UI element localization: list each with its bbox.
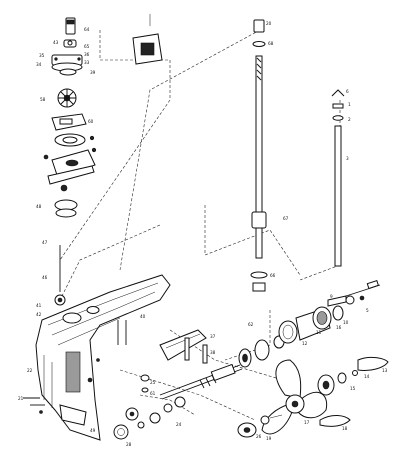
callout-13: 13	[382, 368, 388, 373]
drive-shaft	[250, 19, 268, 292]
callout-58: 58	[40, 97, 46, 102]
callout-47: 47	[42, 240, 48, 245]
callout-19: 19	[266, 436, 272, 441]
callout-6: 6	[346, 89, 349, 94]
callout-1: 1	[348, 102, 351, 107]
callout-35: 35	[39, 53, 45, 58]
shift-rod	[331, 89, 345, 267]
callout-10: 10	[343, 320, 349, 325]
callout-34: 34	[36, 62, 42, 67]
part-callouts: 64 43 65 35 36 34 33 39 58 60 20 6 1 2 6…	[18, 21, 388, 447]
callout-62: 62	[248, 322, 254, 327]
propeller-hub-parts	[237, 356, 389, 438]
water-tube	[54, 245, 66, 306]
callout-64: 64	[84, 27, 90, 32]
callout-11: 11	[316, 330, 322, 335]
callout-33: 33	[84, 60, 90, 65]
callout-20: 20	[266, 21, 272, 26]
propeller	[261, 359, 328, 435]
callout-26: 26	[256, 434, 262, 439]
callout-49: 49	[90, 428, 96, 433]
callout-60: 60	[88, 119, 94, 124]
callout-68: 68	[268, 41, 274, 46]
callout-46: 46	[42, 275, 48, 280]
callout-14: 14	[364, 374, 370, 379]
callout-24: 24	[176, 422, 182, 427]
callout-12: 12	[302, 341, 308, 346]
callout-61: 61	[150, 391, 156, 396]
callout-15: 15	[350, 386, 356, 391]
decal-plate	[132, 14, 163, 65]
callout-21: 21	[18, 396, 24, 401]
callout-18: 18	[342, 426, 348, 431]
callout-67: 67	[283, 216, 289, 221]
callout-16: 16	[336, 325, 342, 330]
callout-37: 37	[210, 334, 216, 339]
callout-65: 65	[84, 44, 90, 49]
callout-42: 42	[36, 312, 42, 317]
gear-housing	[23, 274, 171, 441]
callout-9: 9	[330, 294, 333, 299]
callout-66: 66	[270, 273, 276, 278]
callout-2: 2	[348, 117, 351, 122]
callout-41: 41	[36, 303, 42, 308]
assembly-leader-lines	[59, 29, 341, 421]
callout-38: 38	[210, 350, 216, 355]
callout-22: 22	[27, 368, 33, 373]
propeller-shaft-assembly	[159, 279, 381, 400]
callout-40: 40	[140, 314, 146, 319]
callout-5: 5	[366, 308, 369, 313]
callout-36: 36	[84, 52, 90, 57]
gears-and-bearings	[113, 374, 186, 440]
callout-43: 43	[53, 40, 59, 45]
water-pump-parts	[43, 17, 97, 218]
callout-48: 48	[36, 204, 42, 209]
callout-28: 28	[126, 442, 132, 447]
callout-25: 25	[150, 380, 156, 385]
trim-tab	[159, 329, 208, 364]
callout-3: 3	[346, 156, 349, 161]
callout-39: 39	[90, 70, 96, 75]
callout-17: 17	[304, 420, 310, 425]
